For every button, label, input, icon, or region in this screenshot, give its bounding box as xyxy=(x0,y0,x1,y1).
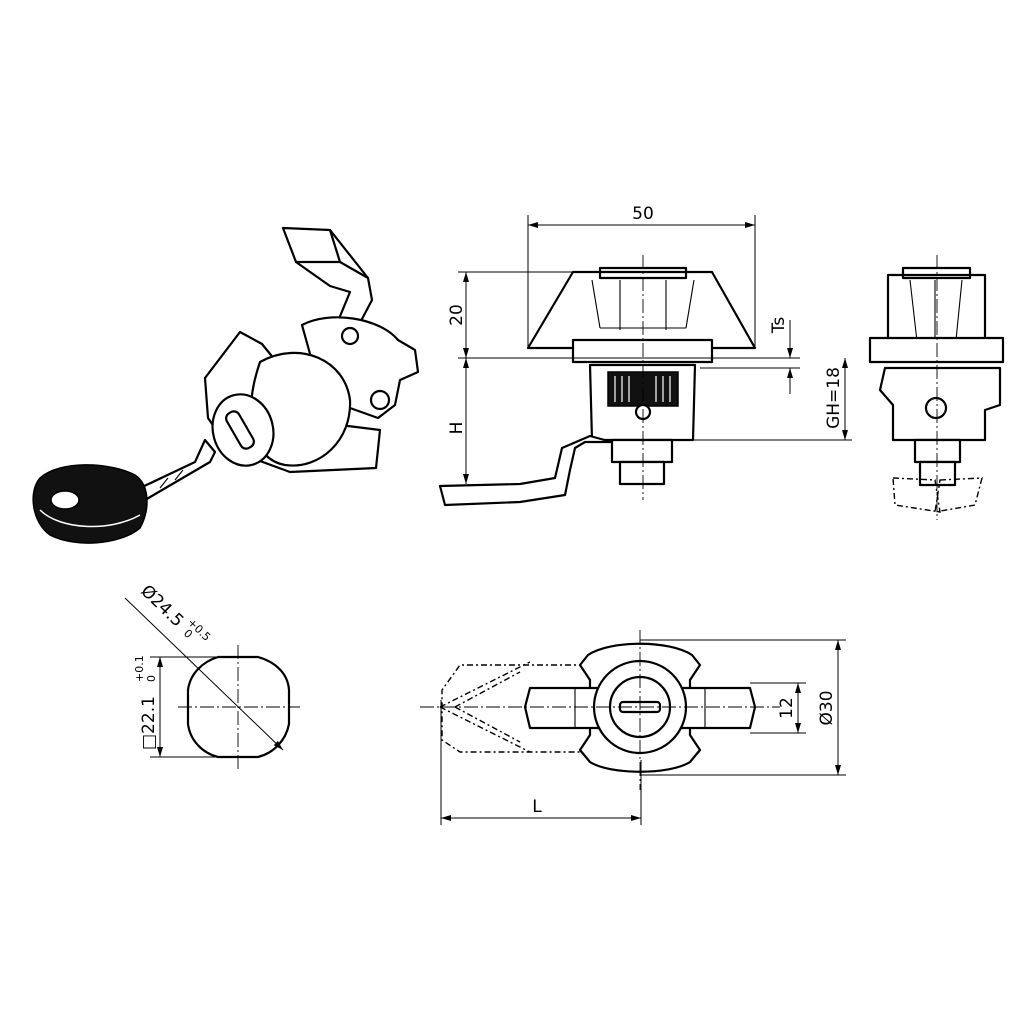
panel-cutout-view: Ø24.5 +0.5 0 □22.1 +0.1 0 xyxy=(124,581,300,770)
dim-handle-height-20: 20 xyxy=(447,304,467,326)
dim-gh-18: GH=18 xyxy=(824,367,844,429)
dim-handle-width-12: 12 xyxy=(777,697,797,719)
dim-cutout-square: □22.1 xyxy=(139,696,159,750)
dim-length-l: L xyxy=(532,797,542,817)
dim-width-50: 50 xyxy=(632,204,654,224)
isometric-view xyxy=(32,226,420,544)
top-view: L 12 Ø30 xyxy=(420,630,846,825)
side-view xyxy=(868,255,1005,520)
dim-cutout-square-tol-lower: 0 xyxy=(145,675,158,682)
dim-cutout-square-tol-upper: +0.1 xyxy=(133,655,146,682)
dim-body-diameter-30: Ø30 xyxy=(817,690,837,725)
front-view: 50 20 H Ts GH=18 xyxy=(438,204,852,507)
dim-cutout-diameter: Ø24.5 xyxy=(137,581,188,631)
dim-ts: Ts xyxy=(769,317,789,335)
dim-cutout-diameter-tol-lower: 0 xyxy=(181,627,195,641)
dim-h: H xyxy=(447,422,467,435)
